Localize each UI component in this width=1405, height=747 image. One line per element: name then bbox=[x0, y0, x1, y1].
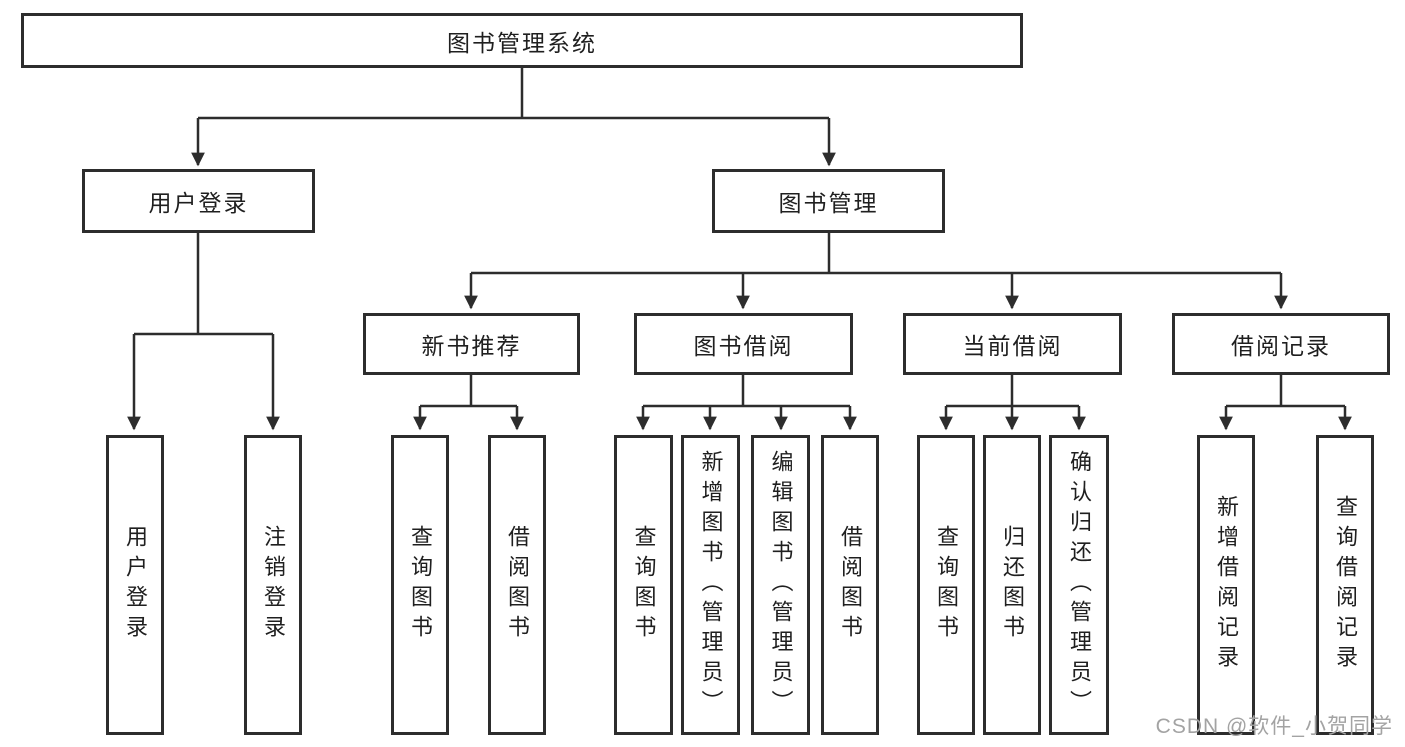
node-book-management: 图书管理 bbox=[712, 169, 945, 233]
leaf-query-borrow-record: 查询借阅记录 bbox=[1316, 435, 1374, 735]
leaf-label: 编辑图书（管理员） bbox=[768, 450, 794, 720]
csdn-watermark: CSDN @软件_小贺同学 bbox=[1155, 715, 1393, 738]
leaf-edit-books-admin: 编辑图书（管理员） bbox=[751, 435, 810, 735]
node-book-borrowing: 图书借阅 bbox=[634, 313, 853, 375]
leaf-add-books-admin: 新增图书（管理员） bbox=[681, 435, 740, 735]
leaf-add-borrow-record: 新增借阅记录 bbox=[1197, 435, 1255, 735]
leaf-logout: 注销登录 bbox=[244, 435, 302, 735]
connector-trunk-lines bbox=[134, 68, 1345, 408]
node-new-book-recommendation: 新书推荐 bbox=[363, 313, 580, 375]
leaf-query-books-recommendation: 查询图书 bbox=[391, 435, 449, 735]
leaf-borrow-books-recommendation: 借阅图书 bbox=[488, 435, 546, 735]
node-current-borrowing: 当前借阅 bbox=[903, 313, 1122, 375]
leaf-label: 借阅图书 bbox=[838, 525, 863, 645]
leaf-label: 查询图书 bbox=[631, 525, 657, 645]
leaf-confirm-return-admin: 确认归还（管理员） bbox=[1049, 435, 1109, 735]
leaf-label: 注销登录 bbox=[261, 525, 286, 645]
leaf-label: 确认归还（管理员） bbox=[1067, 450, 1092, 720]
leaf-label: 新增图书（管理员） bbox=[698, 450, 724, 720]
leaf-query-books-current: 查询图书 bbox=[917, 435, 975, 735]
leaf-user-login: 用户登录 bbox=[106, 435, 164, 735]
leaf-label: 归还图书 bbox=[1000, 525, 1025, 645]
leaf-borrow-books: 借阅图书 bbox=[821, 435, 879, 735]
leaf-label: 查询图书 bbox=[934, 525, 959, 645]
leaf-label: 查询借阅记录 bbox=[1333, 495, 1358, 675]
node-borrowing-records: 借阅记录 bbox=[1172, 313, 1390, 375]
leaf-query-books-borrowing: 查询图书 bbox=[614, 435, 673, 735]
leaf-label: 查询图书 bbox=[408, 525, 433, 645]
root-node: 图书管理系统 bbox=[21, 13, 1023, 68]
node-user-login: 用户登录 bbox=[82, 169, 315, 233]
leaf-label: 新增借阅记录 bbox=[1214, 495, 1239, 675]
leaf-label: 用户登录 bbox=[123, 525, 148, 645]
leaf-label: 借阅图书 bbox=[505, 525, 530, 645]
leaf-return-books: 归还图书 bbox=[983, 435, 1041, 735]
